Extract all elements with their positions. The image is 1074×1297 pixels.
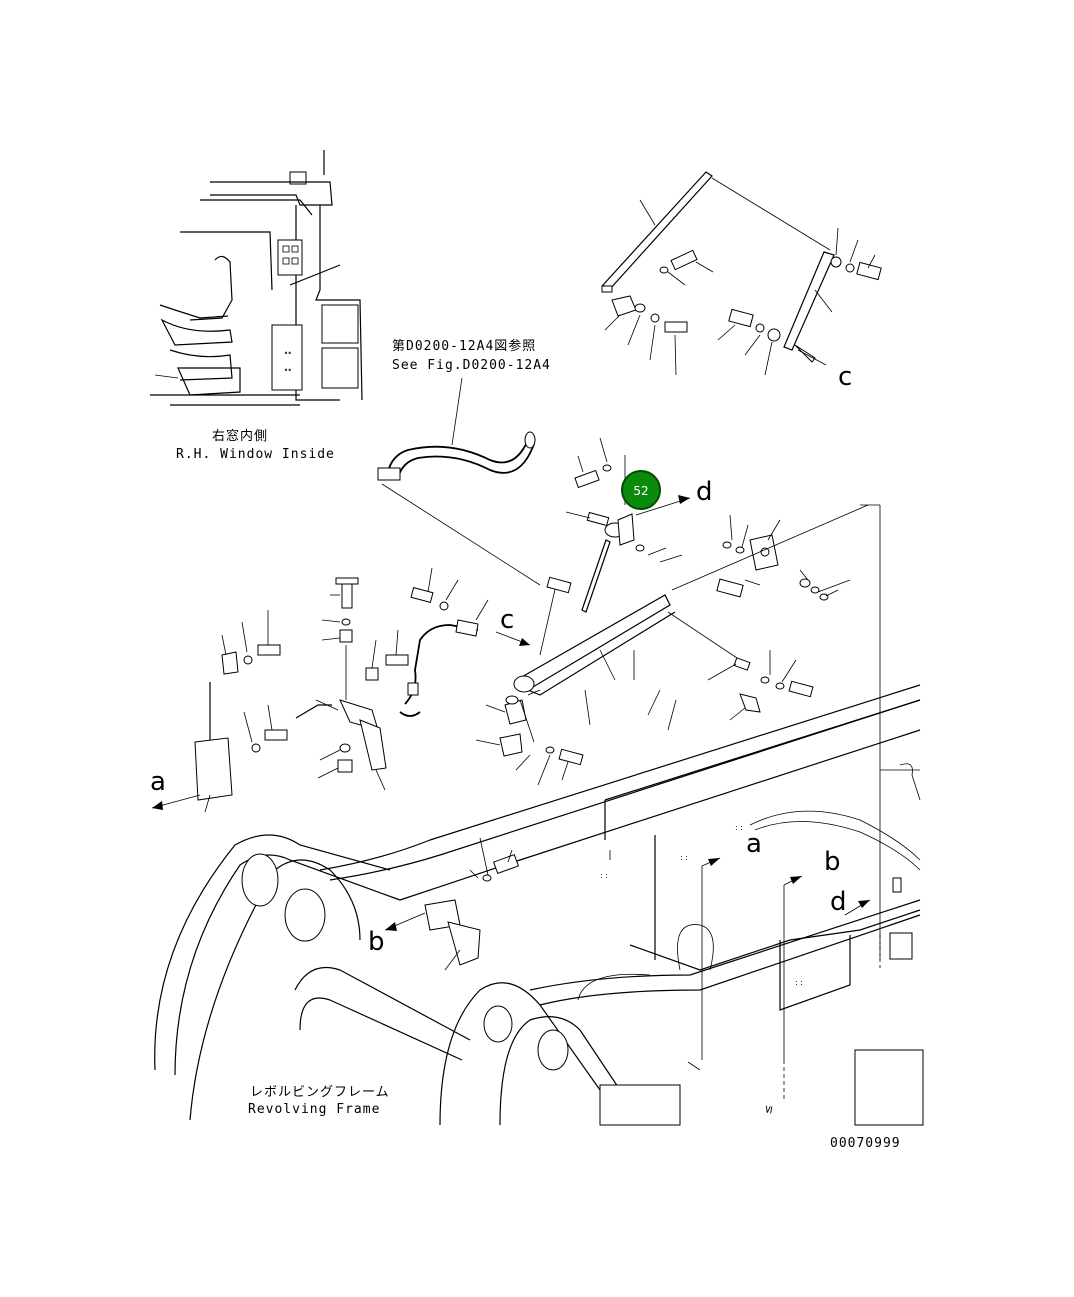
svg-text:: :: : : <box>735 823 743 832</box>
left-linkage-assembly <box>194 567 584 813</box>
connection-letter-c-mid: c <box>500 605 514 635</box>
revolving-frame-jp-label: レボルビングフレーム <box>250 1085 390 1100</box>
svg-text:: :: : : <box>680 853 688 862</box>
rh-window-en-label: R.H. Window Inside <box>176 447 335 462</box>
part-ref-symbol: ≤ <box>761 1104 775 1115</box>
svg-text:: :: : : <box>600 871 608 880</box>
rh-window-jp-label: 右窓内側 <box>212 428 268 444</box>
see-fig-en-label: See Fig.D0200-12A4 <box>392 358 551 373</box>
revolving-frame-en-label: Revolving Frame <box>248 1102 380 1117</box>
callout-52-circle[interactable] <box>621 470 661 510</box>
see-fig-jp-label: 第D0200-12A4図参照 <box>392 338 536 354</box>
callout-52[interactable]: 52 <box>621 470 661 510</box>
connection-letter-a-left: a <box>150 767 166 797</box>
connection-letter-c-top: c <box>838 362 852 392</box>
svg-text:• •: • • <box>285 368 291 374</box>
cab-inset-illustration: • • • • <box>150 150 363 406</box>
connection-arrows <box>151 495 871 931</box>
revolving-frame-structure: : : : : : : : : <box>154 684 924 1126</box>
connection-letter-a-right: a <box>746 829 762 859</box>
callout-52-number: 52 <box>633 484 648 498</box>
hose-assembly <box>377 377 541 586</box>
connection-letter-b-right: b <box>824 847 841 877</box>
svg-text:: :: : : <box>795 978 803 987</box>
svg-text:• •: • • <box>285 351 291 357</box>
connection-letter-d-top: d <box>696 477 713 507</box>
drawing-number-label: 00070999 <box>830 1136 901 1151</box>
support-bar-assembly <box>513 437 881 960</box>
connection-letter-b-left: b <box>368 927 385 957</box>
upper-rod-assembly <box>601 171 882 376</box>
connection-letter-d-bottom: d <box>830 887 847 917</box>
